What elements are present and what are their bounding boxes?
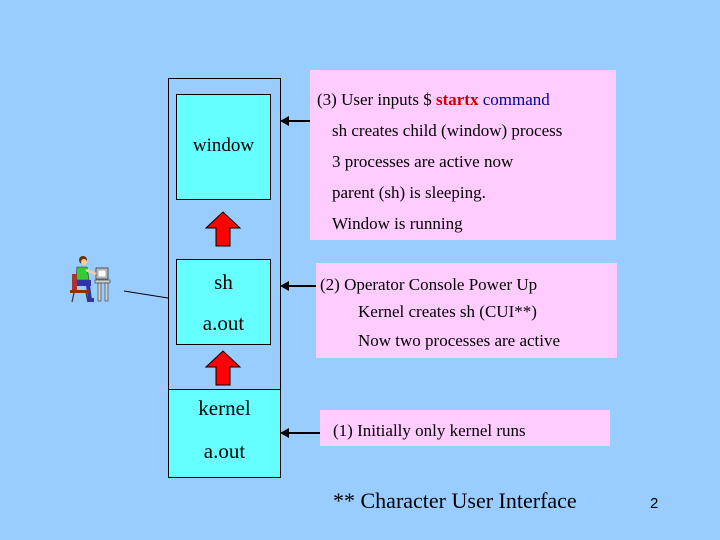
note3-prefix: (3) User inputs $ (317, 90, 436, 109)
note3-command: startx (435, 90, 479, 109)
note-step-1: (1) Initially only kernel runs (320, 410, 610, 446)
pointer-arrow-note3 (280, 116, 310, 126)
window-process-box: window (176, 94, 271, 200)
sh-aout-label: a.out (202, 311, 245, 335)
note2-line-1: (2) Operator Console Power Up (320, 275, 538, 294)
pointer-arrow-note2 (280, 281, 316, 291)
page-number: 2 (650, 495, 659, 512)
note-step-3: (3) User inputs $ startx command sh crea… (310, 70, 616, 240)
kernel-label: kernel (198, 396, 251, 420)
window-label: window (192, 135, 255, 156)
note1-text: (1) Initially only kernel runs (333, 421, 526, 440)
operator-connector-line (123, 290, 169, 299)
note3-line-4: Window is running (332, 214, 463, 233)
sh-process-box: sh a.out (176, 259, 271, 345)
note2-line-3: Now two processes are active (358, 331, 561, 350)
kernel-process-box: kernel a.out (168, 389, 281, 478)
note3-title: (3) User inputs $ startx command (317, 90, 550, 110)
note3-suffix: command (478, 90, 550, 109)
up-arrow-sh-to-window (204, 211, 242, 247)
note3-line-2: 3 processes are active now (332, 152, 514, 171)
footnote: ** Character User Interface (333, 488, 577, 513)
note2-line-2: Kernel creates sh (CUI**) (358, 302, 537, 321)
note3-line-1: sh creates child (window) process (332, 121, 563, 140)
up-arrow-kernel-to-sh (204, 350, 242, 386)
note-step-2: (2) Operator Console Power Up Kernel cre… (316, 263, 617, 358)
person-at-computer-icon (70, 256, 111, 303)
note3-line-3: parent (sh) is sleeping. (332, 183, 486, 202)
pointer-arrow-note1 (280, 428, 320, 438)
kernel-aout-label: a.out (203, 439, 246, 463)
sh-label: sh (214, 270, 233, 294)
